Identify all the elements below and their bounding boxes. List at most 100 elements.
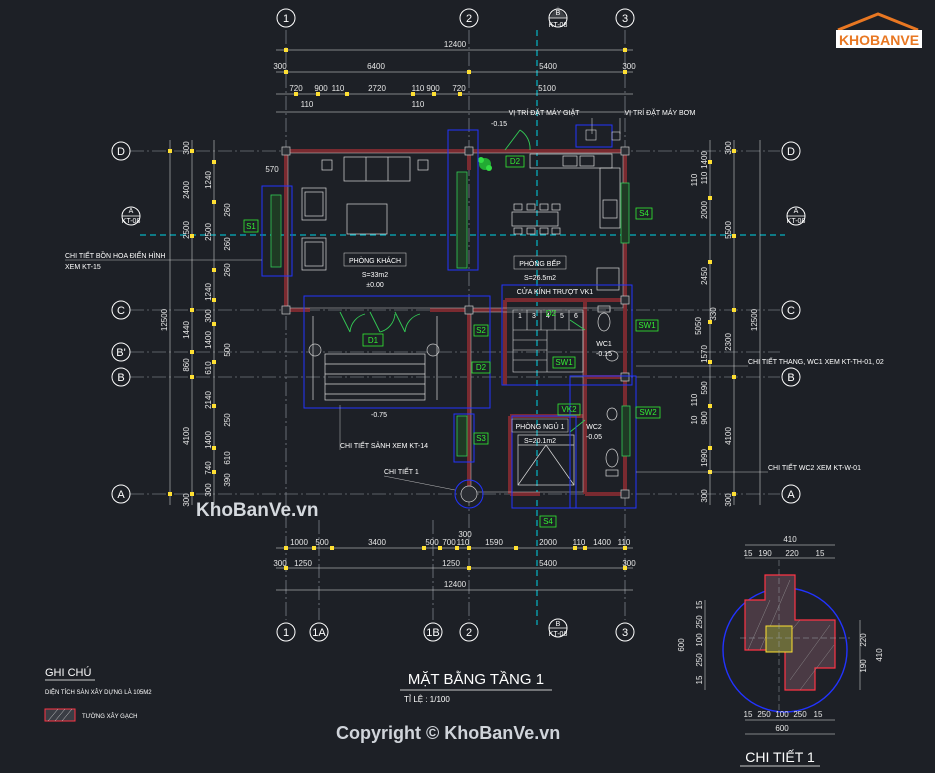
detail-right-2: 410 (875, 648, 884, 662)
detail-left-0: 600 (677, 638, 686, 652)
bedroom-furniture (517, 434, 575, 486)
stair-step-5: 5 (560, 313, 564, 320)
dim-right-in-5: 1570 (700, 345, 709, 363)
dimensions-right-text: 12500 300 5500 2300 4100 300 110 1400 20… (690, 141, 759, 507)
dim-top-d-6: 720 (452, 84, 466, 93)
dim-left-misc-4: 250 (223, 413, 232, 427)
dim-bot-r2-0: 300 (273, 559, 287, 568)
room-wc2-name: WC2 (586, 424, 602, 431)
dim-left-misc-1: 260 (223, 203, 232, 217)
row-right-b: B (787, 372, 794, 384)
note-lobby: CHI TIẾT SẢNH XEM KT-14 (340, 440, 428, 450)
dim-right-seg-4: 300 (724, 493, 733, 507)
stair-numbers: 1 3 4 5 6 (518, 313, 578, 320)
wc-fixtures (597, 305, 619, 477)
dim-right-seg-3: 4100 (724, 427, 733, 445)
note-washer: VỊ TRÍ ĐẶT MÁY GIẶT (509, 108, 581, 117)
dim-top-overall: 12400 (444, 40, 467, 49)
dim-right-misc-1: 330 (709, 307, 718, 321)
element-tag-labels: D1 D2 D2 D2 S1 S2 S3 S4 S4 SW1 SW1 SW2 V… (246, 157, 657, 526)
section-a-left-label: A (129, 208, 134, 215)
section-a-left-ref: KT-08 (122, 218, 141, 225)
room-bedroom-name: PHÒNG NGỦ 1 (515, 422, 564, 431)
dimension-ticks-top (284, 48, 627, 96)
dim-right-seg-0: 300 (724, 141, 733, 155)
dim-top-d-3: 2720 (368, 84, 386, 93)
dim-left-in-1: 2500 (204, 223, 213, 241)
row-left-c: C (117, 305, 125, 317)
grid-bottom-1a: 1A (312, 627, 326, 639)
dim-left-seg-0: 300 (182, 141, 191, 155)
dim-right-misc-2: 110 (690, 173, 699, 186)
detail-left-2: 250 (695, 615, 704, 629)
dim-bot-r1-7: 300 (458, 530, 472, 539)
room-living-name: PHÒNG KHÁCH (349, 256, 401, 265)
dim-left-seg-5: 4100 (182, 427, 191, 445)
row-labels: D C B' B A D C B A (116, 146, 795, 501)
legend-wall: TƯỜNG XÂY GẠCH (82, 713, 138, 720)
dim-right-in-2: 2000 (700, 201, 709, 219)
dim-right-in-0: 110 (700, 171, 709, 184)
dim-top-d-4: 110 (412, 84, 425, 93)
dim-bot-r2-1: 1250 (294, 559, 312, 568)
room-kitchen-name: PHÒNG BẾP (519, 258, 561, 268)
legend-heading: GHI CHÚ (45, 666, 92, 679)
dim-bot-r1-10: 1400 (593, 538, 611, 547)
tag-s4-bedroom: S4 (543, 517, 553, 526)
dim-left-outer: 12500 (160, 308, 169, 331)
dim-right-in-1: 1400 (700, 151, 709, 169)
grid-bottom-1b: 1B (426, 627, 439, 639)
level-kitchen-door: -0.15 (491, 121, 507, 128)
living-furniture (301, 156, 429, 271)
section-marker-left: A KT-08 (121, 206, 141, 226)
plant-icon (478, 157, 492, 171)
note-pump: VỊ TRÍ ĐẶT MÁY BƠM (625, 108, 696, 117)
dim-bot-r1-2: 3400 (368, 538, 386, 547)
stair-step-6: 6 (574, 313, 578, 320)
dim-right-seg-2: 2300 (724, 333, 733, 351)
row-right-c: C (787, 305, 795, 317)
level-lobby: -0.75 (371, 412, 387, 419)
dim-bot-r1-4: 700 (442, 538, 456, 547)
tag-vk2: VK2 (561, 405, 577, 414)
dim-top-d-0: 720 (289, 84, 303, 93)
tag-d1: D1 (368, 336, 379, 345)
detail-bot-2: 100 (775, 710, 789, 719)
section-marker-right: A KT-08 (786, 206, 806, 226)
room-living-area: S=33m2 (362, 272, 388, 279)
dimensions-left-text: 12500 300 2400 2500 1440 860 4100 300 12… (160, 141, 279, 507)
grid-bottom-3: 3 (622, 627, 628, 639)
dim-right-in-6: 590 (700, 381, 709, 395)
section-b-bottom-label: B (556, 621, 561, 628)
room-wc1-level: -0.15 (596, 351, 612, 358)
dim-left-in-6: 2140 (204, 391, 213, 409)
room-wc1-name: WC1 (596, 341, 612, 348)
grid-top-3: 3 (622, 13, 628, 25)
flower-boxes (270, 171, 631, 457)
dim-right-outer: 12500 (750, 308, 759, 331)
room-bedroom-area: S=20.1m2 (524, 438, 556, 445)
legend: GHI CHÚ DIỆN TÍCH SÀN XÂY DỰNG LÀ 105M2 … (44, 666, 152, 722)
dim-bot-r1-6: 1590 (485, 538, 503, 547)
section-a-right-label: A (794, 208, 799, 215)
note-stair: CHI TIẾT THANG, WC1 XEM KT-TH-01, 02 (748, 356, 884, 366)
tag-d2-stair: D2 (546, 309, 557, 318)
section-marker-top: B KT-08 (548, 6, 568, 29)
dim-left-in-3: 300 (204, 309, 213, 323)
dim-left-misc-0: 570 (265, 165, 279, 174)
dim-bot-r2-4: 300 (622, 559, 636, 568)
columns (281, 146, 630, 503)
logo-text: KHOBANVE (839, 32, 919, 48)
section-a-right-ref: KT-08 (787, 218, 806, 225)
boundary-boxes (261, 124, 637, 509)
dim-left-in-0: 1240 (204, 171, 213, 189)
dim-bot-r1-9: 110 (573, 538, 586, 547)
dim-left-misc-3: 260 (223, 263, 232, 277)
dim-left-in-7: 1400 (204, 431, 213, 449)
detail-left-1: 15 (695, 600, 704, 609)
dim-bot-r1-1: 500 (315, 538, 329, 547)
detail-top-0: 410 (783, 535, 797, 544)
dim-right-in-8: 900 (700, 411, 709, 425)
dim-right-in-4: 5050 (694, 317, 703, 335)
